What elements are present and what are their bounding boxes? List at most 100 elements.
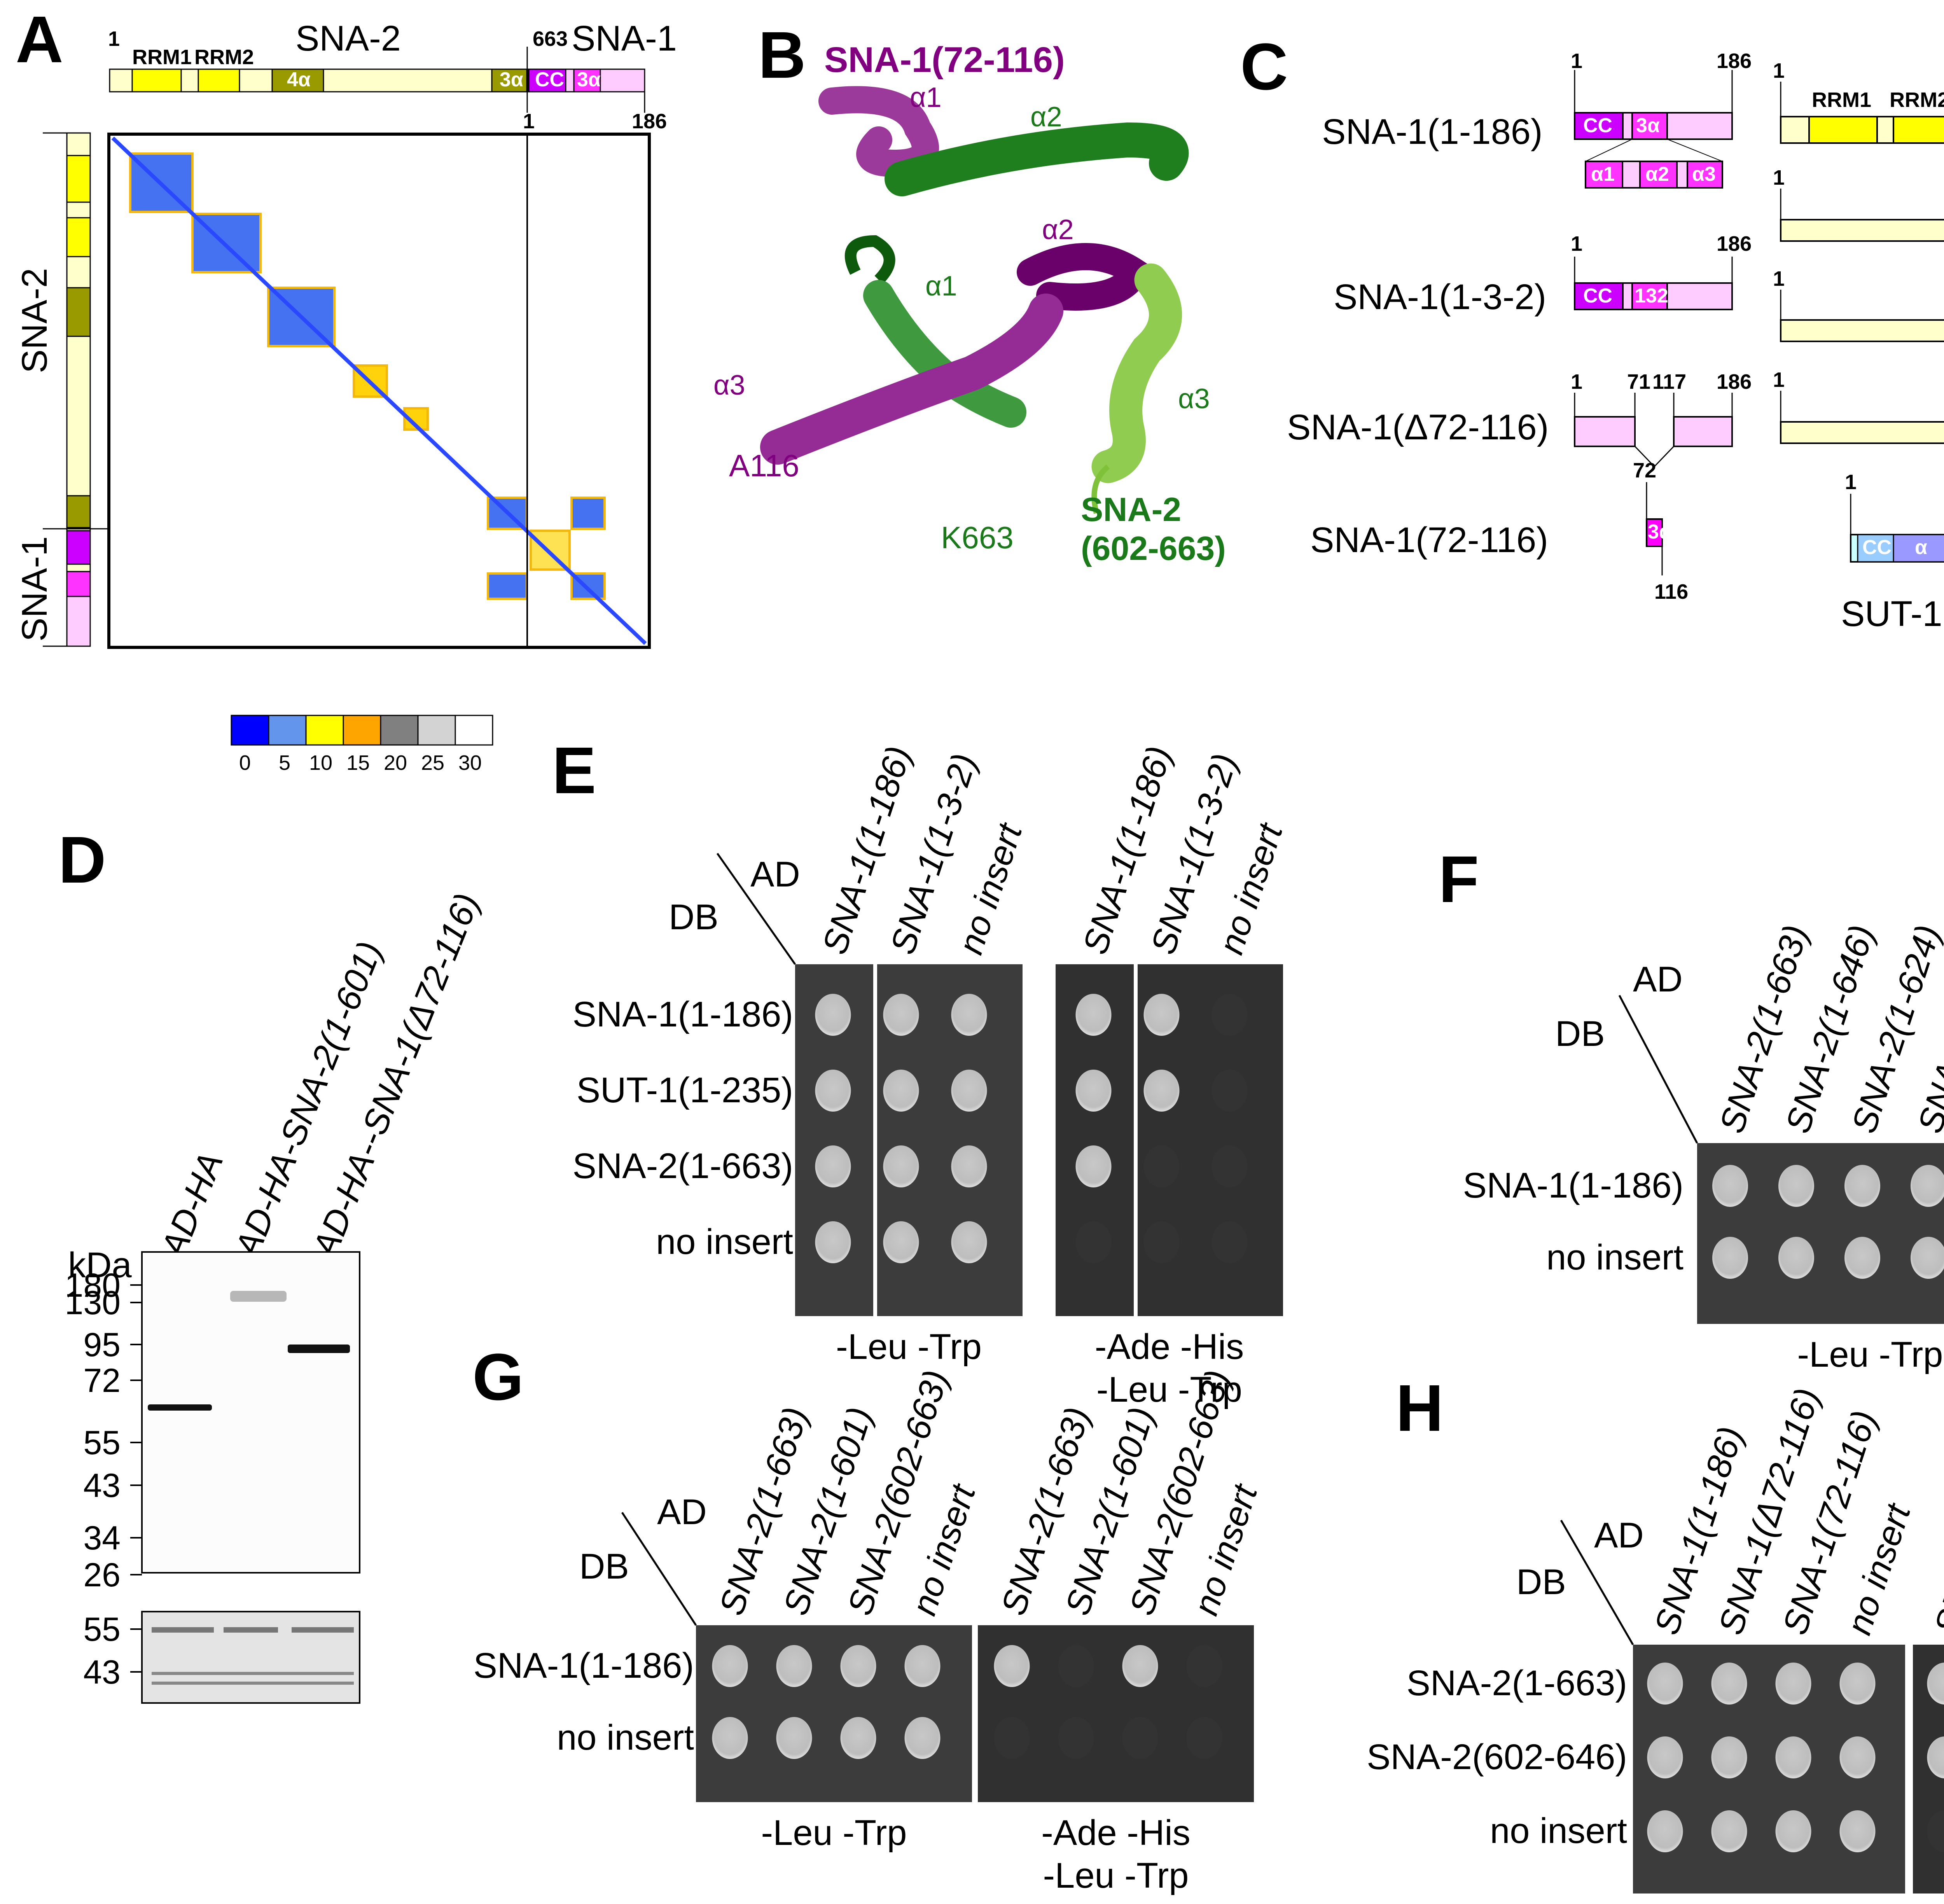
colorbar-swatch [343, 715, 381, 746]
construct-sna1-1-3-2: CC 132 1 186 [1571, 232, 1752, 310]
colony-no-growth [1212, 1070, 1248, 1112]
tick-start: 1 [1571, 232, 1582, 255]
db-label: DB [1555, 1014, 1605, 1054]
colony-no-growth [1143, 1221, 1180, 1263]
db-label: DB [669, 897, 719, 937]
colony-growth [1711, 1810, 1747, 1852]
protein-structure [760, 86, 1189, 514]
ad-label: AD [1633, 960, 1683, 999]
colony-growth [1122, 1645, 1158, 1687]
colony-growth [1647, 1663, 1683, 1705]
column-label: no insert [951, 818, 1030, 959]
colony-growth [815, 1070, 851, 1112]
colony-growth [904, 1717, 941, 1759]
sna1-helix-1 [818, 86, 939, 177]
panel-letter: G [472, 1340, 524, 1414]
colony-growth [1143, 994, 1180, 1036]
lane-label: AD-HA [153, 1147, 231, 1264]
contact-map [107, 133, 651, 649]
colony-no-growth [1075, 1221, 1112, 1263]
colony-growth [1712, 1165, 1748, 1207]
colony-no-growth [1927, 1810, 1944, 1852]
sna2-helix-2 [885, 122, 1189, 196]
colony-growth [1647, 1736, 1683, 1778]
panel-letter-d: D [58, 823, 106, 897]
loading-band [152, 1627, 214, 1633]
tick: 1 [1571, 370, 1582, 393]
panel-c: C SNA-1(1-186) CC 3α α1 α2 α3 1 186 SNA-… [1240, 30, 1944, 634]
colorbar-tick: 0 [239, 751, 251, 775]
colony-growth [1712, 1237, 1748, 1279]
domain-4a [271, 68, 324, 93]
row-label: SNA-1(1-186) [473, 1646, 694, 1685]
ad-label: AD [657, 1492, 707, 1532]
sequence-bar-side [43, 132, 645, 647]
media-label: -Leu -Trp [836, 1327, 982, 1367]
panel-a: A SNA-2 SNA-1 1 663 1 186 RRM1 RRM2 4α 3… [15, 3, 677, 775]
sequence-bar-top: 4α 3α CC 3α [109, 47, 645, 113]
column-label: no insert [1839, 1498, 1918, 1639]
domain-label-132: 132 [1635, 285, 1668, 307]
construct-sna1-delta: 1 71 117 186 [1571, 370, 1752, 468]
media-label: -Leu -Trp [761, 1813, 907, 1853]
colony-no-growth [1143, 1145, 1180, 1187]
mw-marker: 34 [83, 1519, 121, 1557]
domain-3a-sna2 [491, 68, 528, 93]
db-label: DB [579, 1547, 629, 1586]
row-label: SNA-2(1-663) [1406, 1663, 1627, 1703]
colony-growth [776, 1717, 812, 1759]
colony-growth [1911, 1237, 1944, 1279]
colony-growth [994, 1645, 1030, 1687]
colony-growth [1927, 1736, 1944, 1778]
sna2-alpha1-label: α1 [925, 271, 957, 302]
label-rrm1: RRM1 [132, 45, 192, 69]
panel-letter-c: C [1240, 30, 1288, 104]
residue-a116: A116 [729, 448, 799, 483]
colony-growth [1075, 1070, 1112, 1112]
colony-no-growth [994, 1717, 1030, 1759]
label-rrm2: RRM2 [194, 45, 254, 69]
sna1-title: SNA-1 [572, 19, 677, 58]
media-label: -Leu -Trp [1096, 1370, 1242, 1409]
mw-marker: 95 [83, 1326, 121, 1364]
colorbar-tick: 10 [309, 751, 332, 775]
tick-start: 72 [1633, 459, 1656, 482]
tick-start: 1 [1773, 166, 1785, 189]
row-label: SUT-1(1-235) [577, 1070, 793, 1110]
construct-sut1-1-235: 1 235 CC α α α SUT-1(1-235) [1841, 470, 1944, 634]
mw-marker: 72 [83, 1362, 121, 1399]
colony-growth [1711, 1663, 1747, 1705]
colony-growth [1778, 1237, 1814, 1279]
mw-marker: 180 [65, 1267, 121, 1304]
colony-growth [951, 1145, 987, 1187]
domain-label-cc: CC [1583, 114, 1612, 137]
tick-sna1-end: 186 [632, 110, 667, 133]
tick: 71 [1627, 370, 1650, 393]
expansion-a2: α2 [1645, 163, 1669, 185]
label-4a: 4α [287, 68, 311, 91]
tick-start: 1 [1773, 368, 1785, 392]
colony-growth [883, 1145, 919, 1187]
colony-growth [1711, 1736, 1747, 1778]
row-label: SNA-1(1-186) [572, 995, 793, 1034]
ad-label: AD [750, 855, 800, 894]
panel-b: B SNA-1(72-116) α1 α2 α2 α1 α3 α3 A116 K… [713, 18, 1226, 567]
row-label: no insert [656, 1222, 793, 1262]
residue-k663: K663 [941, 520, 1014, 555]
colorbar-tick: 20 [384, 751, 407, 775]
construct-sna1-72-116-label: SNA-1(72-116) [1310, 520, 1548, 560]
colony-growth [883, 1070, 919, 1112]
colony-growth [951, 1221, 987, 1263]
colony-growth [1839, 1810, 1876, 1852]
tick-sna1-start: 1 [523, 110, 535, 133]
colorbar-swatch [380, 715, 419, 746]
colony-no-growth [1212, 1145, 1248, 1187]
colony-growth [712, 1645, 748, 1687]
title-sna2-602-663-line2: (602-663) [1081, 530, 1226, 567]
tick-end: 186 [1717, 49, 1752, 73]
panel-letter: H [1396, 1371, 1444, 1445]
row-label: no insert [1546, 1238, 1684, 1277]
label-rrm1: RRM1 [1812, 88, 1871, 112]
side-label-sna2: SNA-2 [15, 268, 54, 373]
